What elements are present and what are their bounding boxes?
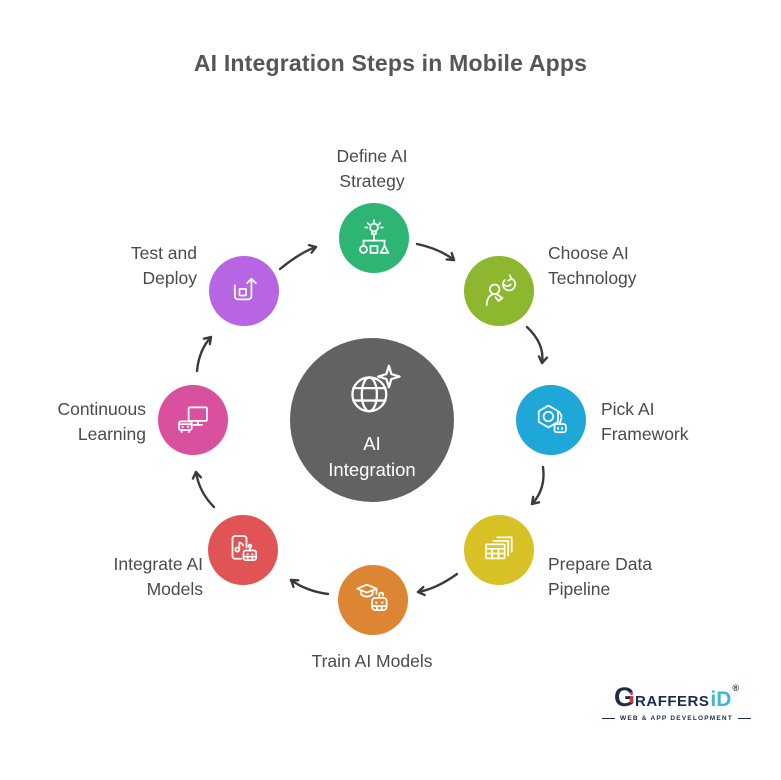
step-label-prepare-data-pipeline: Prepare Data Pipeline bbox=[548, 554, 653, 600]
step-label-pick-ai-framework: Pick AI Framework bbox=[601, 399, 689, 445]
arrow-define-to-choose bbox=[415, 242, 456, 262]
stacked-tables-icon bbox=[485, 536, 513, 560]
strategy-lightbulb-flowchart-icon bbox=[359, 219, 390, 254]
step-circle-train-ai-models bbox=[338, 565, 408, 635]
logo-i-accent-icon bbox=[630, 691, 634, 703]
logo-tagline-row: WEB & APP DEVELOPMENT bbox=[602, 715, 751, 722]
center-label: AI Integration bbox=[328, 433, 416, 480]
arrow-choose-to-pick bbox=[525, 325, 549, 365]
monitor-robot-icon bbox=[178, 406, 208, 433]
step-label-continuous-learning: Continuous Learning bbox=[57, 399, 146, 445]
step-circle-prepare-data-pipeline bbox=[464, 515, 534, 585]
step-circle-pick-ai-framework bbox=[516, 385, 586, 455]
page-title: AI Integration Steps in Mobile Apps bbox=[193, 50, 588, 76]
center-node: AI Integration bbox=[290, 338, 454, 502]
phone-music-robot-icon bbox=[231, 535, 257, 561]
deploy-arrow-icon bbox=[233, 277, 257, 301]
step-circle-test-and-deploy bbox=[209, 256, 279, 326]
arrow-pick-to-prepare bbox=[530, 465, 545, 506]
step-circle-define-ai-strategy bbox=[339, 203, 409, 273]
graffersid-logo: G RAFFERS iD ® WEB & APP DEVELOPMENT bbox=[602, 684, 751, 722]
tagline-right-dash bbox=[738, 718, 751, 719]
arrow-train-to-integrate bbox=[289, 578, 330, 596]
step-circle-choose-ai-technology bbox=[464, 256, 534, 326]
step-label-define-ai-strategy: Define AI Strategy bbox=[336, 146, 408, 192]
logo-wordmark: G RAFFERS iD ® bbox=[602, 684, 751, 711]
arrow-test-to-define bbox=[278, 243, 318, 271]
arrow-integrate-to-continuous bbox=[191, 470, 216, 509]
step-label-choose-ai-technology: Choose AI Technology bbox=[548, 243, 637, 289]
logo-tagline: WEB & APP DEVELOPMENT bbox=[620, 715, 733, 722]
step-label-test-and-deploy: Test and Deploy bbox=[130, 243, 197, 289]
step-label-train-ai-models: Train AI Models bbox=[311, 651, 433, 671]
logo-letter-g: G bbox=[614, 682, 636, 712]
tagline-left-dash bbox=[602, 718, 616, 719]
person-refresh-icon bbox=[485, 274, 517, 306]
arrow-prepare-to-train bbox=[416, 572, 459, 597]
hexagon-robot-icon bbox=[537, 404, 567, 434]
step-label-integrate-ai-models: Integrate AI Models bbox=[113, 554, 203, 600]
registered-mark: ® bbox=[732, 683, 740, 693]
step-circle-continuous-learning bbox=[158, 385, 228, 455]
step-circle-integrate-ai-models bbox=[208, 515, 278, 585]
graduation-robot-icon bbox=[356, 583, 388, 611]
globe-sparkle-icon bbox=[351, 364, 401, 413]
logo-letters-id: iD bbox=[710, 688, 732, 711]
logo-letters-raffers: RAFFERS bbox=[635, 693, 710, 710]
arrow-continuous-to-test bbox=[195, 335, 213, 373]
